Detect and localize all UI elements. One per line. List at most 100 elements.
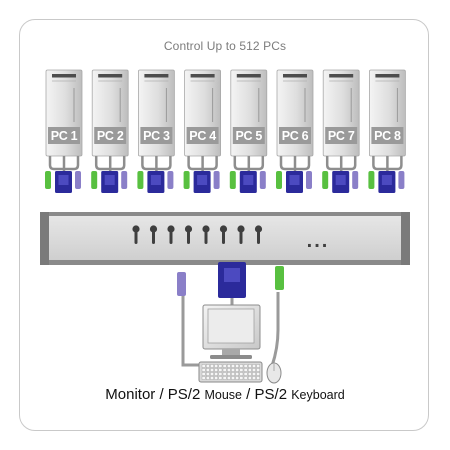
- keyboard-key: [247, 364, 252, 368]
- keyboard-key: [239, 364, 244, 368]
- pc-label: PC 7: [328, 129, 355, 143]
- monitor-neck: [222, 349, 240, 355]
- keyboard-key: [222, 372, 227, 376]
- pc-cable-bundle: [229, 156, 266, 193]
- mouse-body: [266, 362, 282, 384]
- mouse-ps2-plug: [275, 266, 284, 290]
- keyboard-key: [210, 364, 214, 368]
- pc-label: PC 2: [97, 129, 124, 143]
- port-button: [202, 225, 210, 244]
- keyboard-key: [201, 364, 206, 368]
- drive-bay: [98, 74, 123, 78]
- pc-tower: PC 2: [91, 69, 129, 157]
- pc-tower: PC 4: [184, 69, 222, 157]
- keyboard-key: [214, 368, 219, 372]
- vga-plug-face: [104, 175, 115, 185]
- keyboard-key: [201, 376, 206, 380]
- keyboard-key: [226, 376, 231, 380]
- vga-plug-face: [243, 175, 254, 185]
- pc-cable-bundle: [368, 156, 405, 193]
- keyboard-ps2-plug: [177, 272, 186, 296]
- switch-left-cap: [40, 212, 49, 265]
- keyboard-key: [252, 364, 256, 368]
- keyboard-key: [214, 364, 219, 368]
- keyboard-key: [235, 372, 240, 376]
- drive-bay: [190, 74, 215, 78]
- keyboard-key: [210, 368, 214, 372]
- caption-monitor: Monitor / PS/2: [105, 386, 205, 403]
- ps2-purple-plug: [352, 171, 359, 189]
- pc-tower: PC 5: [230, 69, 268, 157]
- keyboard-key: [239, 372, 244, 376]
- port-button: [184, 225, 193, 244]
- caption-mouse: Mouse: [204, 388, 243, 402]
- mouse-cable: [270, 292, 280, 367]
- keyboard-key: [239, 368, 244, 372]
- port-button-stem: [239, 229, 243, 244]
- keyboard-key: [252, 376, 256, 380]
- ps2-green-plug: [368, 171, 375, 189]
- port-button: [219, 225, 228, 244]
- keyboard-key: [247, 372, 252, 376]
- keyboard-key: [210, 372, 214, 376]
- keyboard-key: [218, 368, 223, 372]
- kvm-switch: ...: [40, 212, 410, 265]
- keyboard-key: [218, 372, 223, 376]
- tower-label-band: [371, 127, 404, 144]
- drive-bay: [375, 74, 400, 78]
- keyboard-key: [243, 372, 248, 376]
- keyboard-key: [256, 368, 261, 372]
- tower-label-band: [232, 127, 265, 144]
- monitor-base: [210, 355, 252, 359]
- ps2-green-plug: [229, 171, 236, 189]
- keyboard-key: [256, 364, 261, 368]
- keyboard-key: [252, 368, 256, 372]
- port-button: [149, 225, 158, 244]
- keyboard-key: [226, 364, 231, 368]
- tower-label-band: [140, 127, 173, 144]
- keyboard-key: [226, 368, 231, 372]
- monitor-screen: [207, 308, 255, 344]
- ps2-green-plug: [276, 171, 282, 189]
- console-vga-plug-face: [224, 268, 240, 282]
- pc-label: PC 5: [236, 129, 263, 143]
- keyboard-key: [214, 376, 219, 380]
- diagram-title: Control Up to 512 PCs: [163, 39, 287, 53]
- console-group: [177, 262, 284, 384]
- ps2-purple-plug: [259, 171, 266, 189]
- pc-cable-bundle: [322, 156, 359, 193]
- pc-cable-bundle: [276, 156, 312, 193]
- vga-plug-face: [58, 175, 69, 185]
- pc-cable-bundle: [137, 156, 174, 193]
- vga-plug-face: [150, 175, 161, 185]
- ps2-green-plug: [322, 171, 329, 189]
- tower-label-band: [48, 127, 80, 144]
- keyboard-key: [222, 368, 227, 372]
- keyboard-key: [235, 364, 240, 368]
- pc-label: PC 8: [374, 129, 401, 143]
- switch-right-cap: [401, 212, 410, 265]
- drive-bay: [236, 74, 261, 78]
- keyboard-key: [256, 376, 261, 380]
- keyboard-key: [222, 376, 227, 380]
- pc-tower: PC 3: [137, 69, 175, 157]
- keyboard-key: [235, 368, 240, 372]
- pc-cable-bundle: [183, 156, 220, 193]
- keyboard-key: [247, 368, 252, 372]
- drive-bay: [52, 74, 76, 78]
- tower-label-band: [325, 127, 358, 144]
- ps2-purple-plug: [167, 171, 174, 189]
- port-button-stem: [134, 229, 138, 244]
- ps2-green-plug: [137, 171, 144, 189]
- port-button: [254, 225, 263, 244]
- port-button-stem: [204, 229, 208, 244]
- vga-plug-face: [289, 175, 300, 185]
- port-button: [237, 225, 245, 244]
- pc-cable-bundle: [91, 156, 128, 193]
- pc-tower: PC 7: [322, 69, 360, 157]
- keyboard-key: [243, 376, 248, 380]
- tower-label-band: [94, 127, 127, 144]
- port-button-stem: [222, 229, 225, 244]
- ps2-purple-plug: [306, 171, 312, 189]
